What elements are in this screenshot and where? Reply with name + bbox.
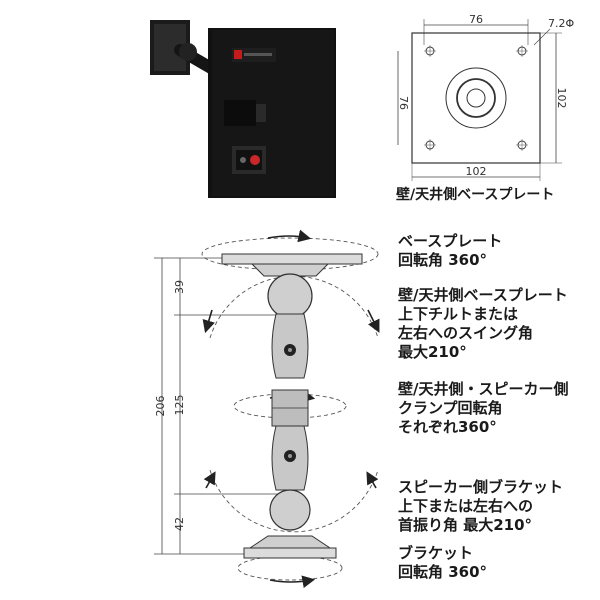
dim-bottom-width: 102 [466,165,487,178]
dim-upper: 39 [173,280,186,294]
annotation-base-rotation: ベースプレート 回転角 360° [398,232,502,270]
annotation-wall-tilt: 壁/天井側ベースプレート 上下チルトまたは 左右へのスイング角 最大210° [398,286,568,362]
annotation-clamp-rotation-line2: クランプ回転角 [398,399,503,417]
dim-total: 206 [154,396,167,417]
mounting-holes [425,46,527,150]
brand-logo-image [234,50,242,59]
annotation-speaker-tilt: スピーカー側ブラケット 上下または左右への 首振り角 最大210° [398,478,563,535]
annotation-clamp-rotation-title: 壁/天井側・スピーカー側 [398,380,569,398]
dimension-lines [154,257,280,555]
annotation-clamp-rotation: 壁/天井側・スピーカー側 クランプ回転角 それぞれ360° [398,380,568,437]
annotation-speaker-tilt-line3: 首振り角 最大210° [398,516,533,534]
annotation-clamp-rotation-line3: それぞれ360° [398,418,497,436]
dim-hole-diameter: 7.2Φ [548,17,574,30]
dim-right-height: 102 [555,88,568,109]
dim-top-width: 76 [469,13,483,26]
annotation-speaker-tilt-line2: 上下または左右への [398,497,534,515]
dim-middle: 125 [173,395,186,416]
annotation-bracket-rotation-title: ブラケット [398,544,474,562]
annotation-wall-tilt-line4: 最大210° [398,343,467,361]
bottom-bracket [243,535,337,559]
annotation-base-rotation-title: ベースプレート [398,232,503,250]
annotation-wall-tilt-title: 壁/天井側ベースプレート [398,286,568,304]
annotation-wall-tilt-line2: 上下チルトまたは [398,305,519,323]
annotation-base-rotation-angle: 回転角 360° [398,251,488,269]
center-pivot [445,67,507,129]
dim-lower: 42 [173,517,186,531]
base-plate-drawing: 76 7.2Φ 76 102 102 [397,13,574,181]
annotation-speaker-tilt-title: スピーカー側ブラケット [398,478,564,496]
base-plate-outline [411,32,541,164]
annotation-wall-tilt-line3: 左右へのスイング角 [398,324,534,342]
annotation-bracket-rotation: ブラケット 回転角 360° [398,544,487,582]
lower-ball-joint [269,489,311,531]
base-plate-caption: 壁/天井側ベースプレート [396,187,555,203]
speaker-photo [150,20,336,198]
annotation-bracket-rotation-angle: 回転角 360° [398,563,488,581]
dim-left-height: 76 [397,96,410,110]
upper-ball-joint [267,273,313,319]
bracket-drawing: 206 39 125 42 [154,229,380,589]
top-base-plate [221,253,363,277]
